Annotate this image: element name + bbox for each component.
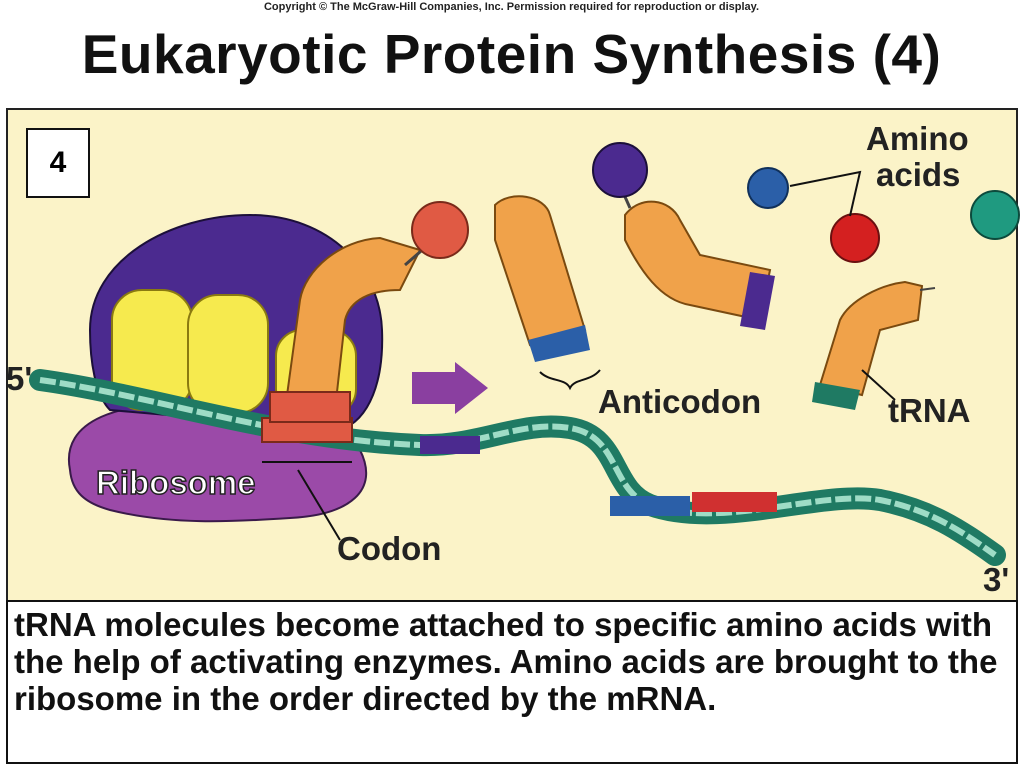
anticodon-bracket	[539, 369, 601, 391]
anticodon-label: Anticodon	[598, 383, 762, 420]
step-number-box: 4	[26, 128, 90, 198]
amino-acids-leader	[789, 170, 862, 217]
ribosome-label: Ribosome	[95, 464, 256, 501]
anticodon-free	[740, 272, 775, 330]
five-prime-label: 5'	[6, 360, 33, 397]
codon-block	[420, 436, 480, 454]
three-prime-label: 3'	[983, 561, 1010, 598]
codon-label: Codon	[337, 530, 442, 567]
page-title: Eukaryotic Protein Synthesis (4)	[81, 23, 942, 85]
trna-free	[818, 280, 924, 397]
ribosome-site-lobe	[187, 294, 269, 414]
codon-block	[610, 496, 690, 516]
codon-block	[692, 492, 777, 512]
amino-acid-bound	[411, 201, 469, 259]
trna-free	[624, 200, 772, 322]
trna-label: tRNA	[888, 392, 971, 429]
trna-free	[494, 195, 587, 347]
caption-text: tRNA molecules become attached to specif…	[6, 600, 1018, 764]
codon-leader	[297, 469, 341, 541]
copyright-notice: Copyright © The McGraw-Hill Companies, I…	[263, 1, 760, 13]
amino-acid-free	[970, 190, 1020, 240]
amino-acid-free	[830, 213, 880, 263]
anticodon-free	[528, 325, 590, 362]
anticodon-bound	[269, 391, 351, 423]
amino-acid-free	[747, 167, 789, 209]
amino-acids-label-line2: acids	[876, 156, 961, 193]
anticodon-free	[812, 382, 860, 410]
trna-leader	[861, 369, 896, 401]
amino-acids-label-line1: Amino	[866, 120, 969, 157]
direction-arrow	[412, 362, 488, 414]
amino-acid-free	[592, 142, 648, 198]
trna-bound	[283, 236, 422, 411]
